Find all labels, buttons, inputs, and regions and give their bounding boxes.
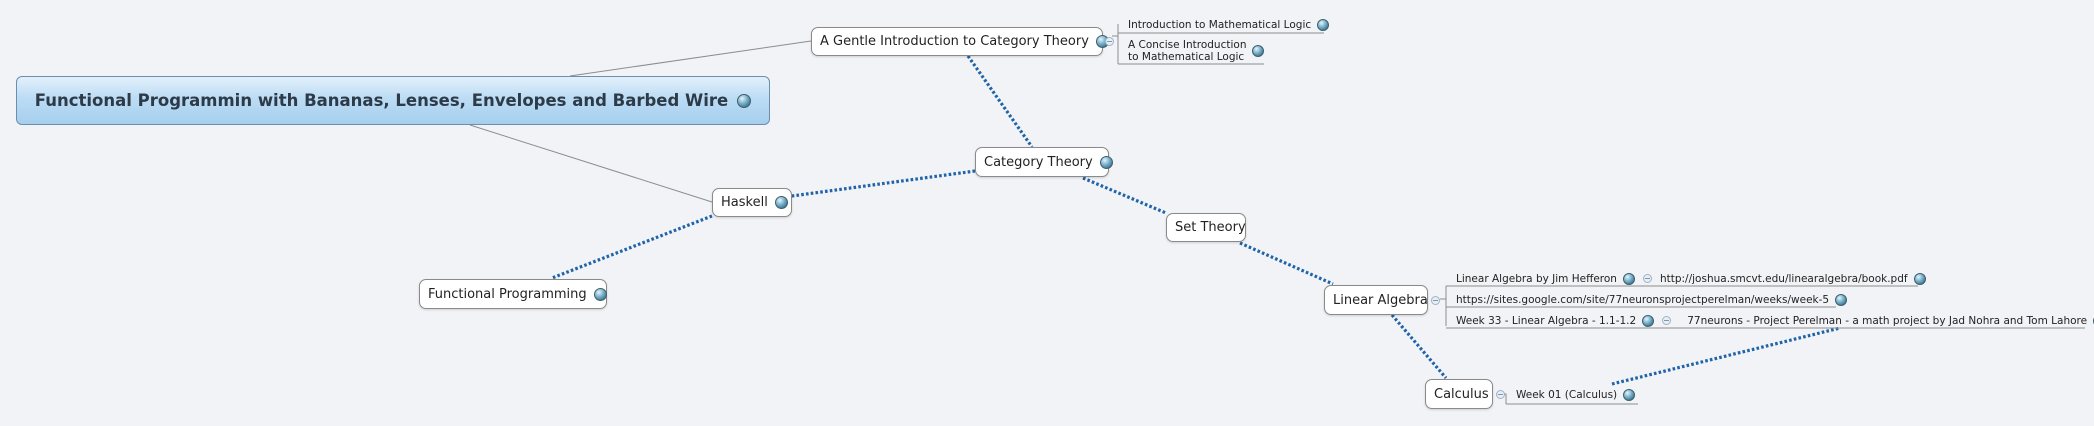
node-linear-algebra[interactable]: Linear Algebra [1324, 285, 1428, 315]
node-functional-programming[interactable]: Functional Programming [419, 279, 607, 309]
leaf-label: Week 33 - Linear Algebra - 1.1-1.2 [1456, 314, 1637, 327]
link-calculus-perelman [1611, 326, 1841, 386]
leaf-sites-url[interactable]: https://sites.google.com/site/77neuronsp… [1446, 292, 1848, 307]
globe-icon[interactable] [593, 287, 607, 301]
globe-icon[interactable] [1642, 314, 1655, 327]
node-label: Set Theory [1175, 220, 1246, 235]
leaf-label: Linear Algebra by Jim Hefferon [1456, 272, 1617, 285]
bracket-linalg [1440, 286, 1447, 326]
leaf-line-1: A Concise Introduction [1128, 39, 1247, 51]
link-root-gentle [569, 40, 812, 77]
node-label: Category Theory [984, 154, 1093, 170]
leaf-label: Week 01 (Calculus) [1516, 389, 1618, 401]
leaf-hefferon[interactable]: Linear Algebra by Jim Hefferon http://jo… [1446, 271, 1926, 286]
root-topic[interactable]: Functional Programmin with Bananas, Lens… [16, 76, 770, 125]
collapse-toggle[interactable] [1662, 316, 1672, 325]
globe-icon[interactable] [1913, 272, 1926, 285]
globe-icon[interactable] [1835, 293, 1848, 306]
node-category-theory[interactable]: Category Theory [975, 147, 1113, 177]
link-linalg-calculus [1390, 313, 1448, 380]
link-gentle-category [966, 55, 1034, 148]
collapse-toggle[interactable] [1496, 390, 1505, 399]
link-category-haskell [791, 169, 976, 198]
link-category-set [1082, 176, 1167, 215]
collapse-toggle[interactable] [1105, 37, 1114, 46]
link-label[interactable]: http://joshua.smcvt.edu/linearalgebra/bo… [1659, 272, 1908, 285]
node-label: Functional Programming [428, 286, 587, 302]
globe-icon[interactable] [1622, 272, 1635, 285]
collapse-toggle[interactable] [1431, 296, 1440, 305]
node-label: Haskell [721, 195, 768, 210]
leaf-line-2: to Mathematical Logic [1128, 51, 1245, 63]
bracket-gentle [1112, 24, 1119, 64]
globe-icon[interactable] [1623, 389, 1636, 401]
leaf-label: 77neurons - Project Perelman - a math pr… [1687, 314, 2088, 327]
node-calculus[interactable]: Calculus [1425, 379, 1493, 409]
collapse-toggle[interactable] [1642, 274, 1652, 283]
node-gentle-introduction[interactable]: A Gentle Introduction to Category Theory [811, 27, 1109, 56]
link-label[interactable]: https://sites.google.com/site/77neuronsp… [1456, 293, 1830, 306]
link-root-haskell [469, 124, 713, 203]
link-haskell-fp [551, 214, 713, 280]
globe-icon[interactable] [1252, 45, 1265, 57]
globe-icon[interactable] [1099, 155, 1113, 169]
link-set-linalg [1239, 241, 1334, 286]
leaf-label: Introduction to Mathematical Logic [1128, 19, 1312, 31]
node-label: A Gentle Introduction to Category Theory [820, 34, 1089, 49]
node-label: Linear Algebra [1333, 292, 1428, 308]
leaf-week33[interactable]: Week 33 - Linear Algebra - 1.1-1.2 77neu… [1446, 313, 2094, 328]
node-label: Calculus [1434, 386, 1489, 402]
globe-icon[interactable] [1317, 19, 1330, 31]
leaf-week01[interactable]: Week 01 (Calculus) [1506, 386, 1636, 404]
root-topic-label: Functional Programmin with Bananas, Lens… [34, 91, 729, 110]
globe-icon[interactable] [774, 196, 788, 209]
globe-icon[interactable] [737, 93, 752, 108]
node-set-theory[interactable]: Set Theory [1166, 213, 1246, 242]
node-haskell[interactable]: Haskell [712, 188, 792, 217]
leaf-intro-logic[interactable]: Introduction to Mathematical Logic [1118, 17, 1330, 33]
